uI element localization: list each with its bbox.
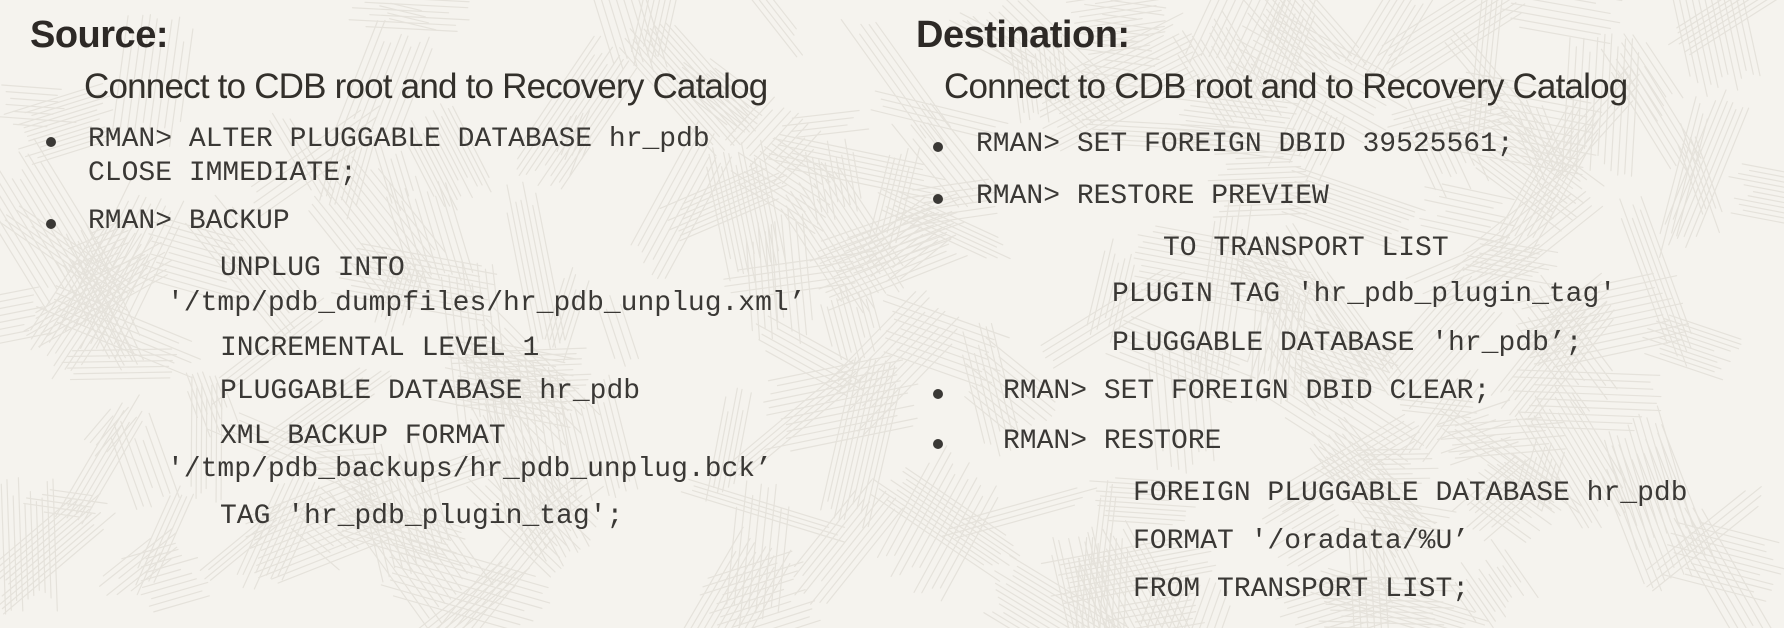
code-line: CLOSE IMMEDIATE; (88, 158, 357, 189)
code-line: RMAN> SET FOREIGN DBID CLEAR; (1003, 376, 1491, 407)
code-line: PLUGGABLE DATABASE 'hr_pdb’; (1112, 328, 1583, 359)
code-line: '/tmp/pdb_backups/hr_pdb_unplug.bck’ (167, 454, 772, 485)
code-line: RMAN> RESTORE PREVIEW (976, 181, 1329, 212)
source-subtitle: Connect to CDB root and to Recovery Cata… (84, 67, 768, 106)
code-line: PLUGGABLE DATABASE hr_pdb (220, 376, 641, 407)
code-line: '/tmp/pdb_dumpfiles/hr_pdb_unplug.xml’ (167, 288, 806, 319)
code-line: UNPLUG INTO (220, 253, 405, 284)
bullet-icon (933, 142, 943, 152)
bullet-icon (933, 389, 943, 399)
code-line: RMAN> ALTER PLUGGABLE DATABASE hr_pdb (88, 124, 710, 155)
code-line: TO TRANSPORT LIST (1163, 233, 1449, 264)
code-line: TAG 'hr_pdb_plugin_tag'; (220, 501, 624, 532)
bullet-icon (933, 439, 943, 449)
destination-subtitle: Connect to CDB root and to Recovery Cata… (944, 67, 1628, 106)
code-line: RMAN> SET FOREIGN DBID 39525561; (976, 129, 1514, 160)
code-line: XML BACKUP FORMAT (220, 421, 506, 452)
code-line: PLUGIN TAG 'hr_pdb_plugin_tag' (1112, 279, 1617, 310)
destination-heading: Destination: (916, 14, 1130, 56)
code-line: RMAN> BACKUP (88, 206, 290, 237)
code-line: FOREIGN PLUGGABLE DATABASE hr_pdb (1133, 478, 1688, 509)
bullet-icon (933, 194, 943, 204)
code-line: FROM TRANSPORT LIST; (1133, 574, 1470, 605)
bullet-icon (46, 219, 56, 229)
code-line: RMAN> RESTORE (1003, 426, 1222, 457)
code-line: INCREMENTAL LEVEL 1 (220, 333, 540, 364)
bullet-icon (46, 137, 56, 147)
source-heading: Source: (30, 14, 168, 56)
code-line: FORMAT '/oradata/%U’ (1133, 526, 1470, 557)
